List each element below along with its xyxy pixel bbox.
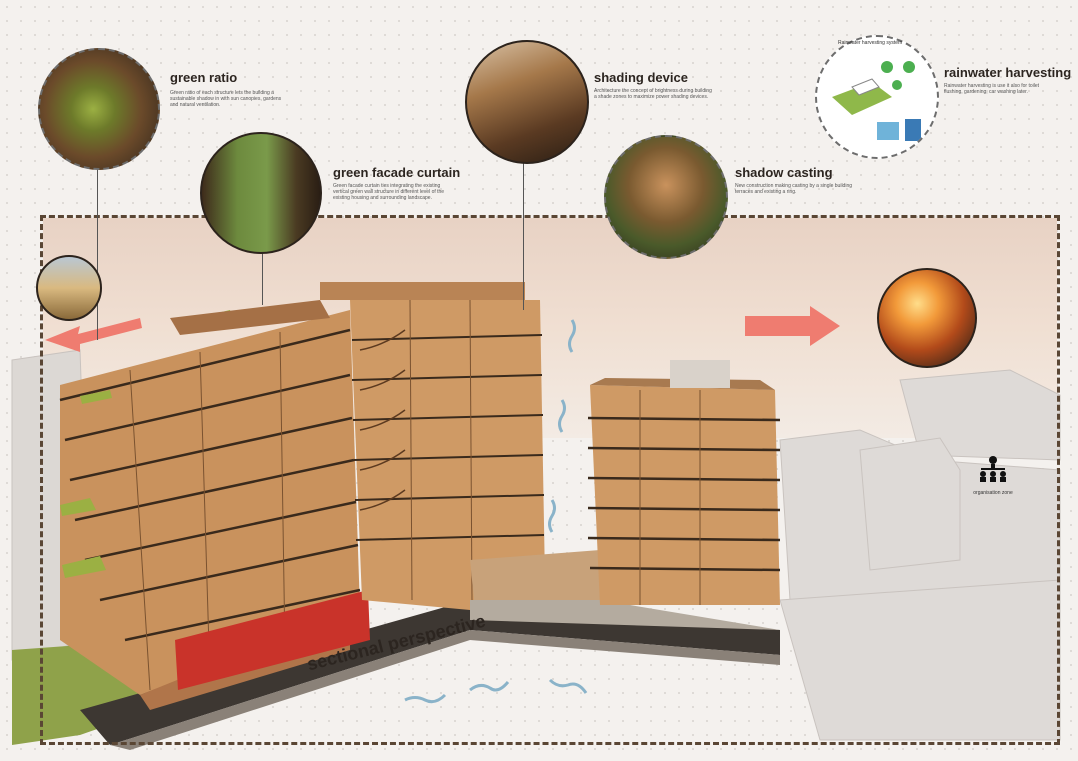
wind-arrow-left xyxy=(45,318,142,352)
shadow-casting-desc: New construction making casting by a sin… xyxy=(735,183,853,195)
red-commercial-block xyxy=(175,590,370,690)
rainwater-harvesting-diagram xyxy=(815,35,939,159)
green-facade-desc: Green facade curtain ties integrating th… xyxy=(333,183,445,201)
rainwater-title: rainwater harvesting xyxy=(944,65,1072,80)
rainwater-diagram-graphic xyxy=(832,61,921,141)
airflow-swirls xyxy=(404,319,588,704)
context-buildings-right xyxy=(779,369,1061,741)
shadow-casting-title: shadow casting xyxy=(735,165,833,180)
sunrise-image xyxy=(36,255,102,321)
leader-shading xyxy=(523,160,524,310)
green-ratio-title: green ratio xyxy=(170,70,238,85)
sunset-image xyxy=(877,268,977,368)
organisation-zone-marker: organisation zone xyxy=(968,455,1018,496)
secondary-building xyxy=(587,360,781,605)
drawing-frame xyxy=(40,215,1060,745)
shading-device-title: shading device xyxy=(594,70,688,85)
green-ratio-image xyxy=(38,48,160,170)
ground-slab xyxy=(80,600,780,745)
hierarchy-icon xyxy=(980,456,1006,482)
shading-device-desc: Architecture the concept of brightness d… xyxy=(594,88,712,100)
leader-green-facade xyxy=(262,225,263,305)
green-ratio-desc: Green ratio of each structure lets the b… xyxy=(170,90,282,108)
green-facade-image xyxy=(200,132,322,254)
leader-green-ratio xyxy=(97,150,98,340)
green-facade-title: green facade curtain xyxy=(333,165,461,180)
rainwater-inset-label: Rainwater harvesting system xyxy=(838,40,903,46)
shading-device-image xyxy=(465,40,589,164)
rainwater-desc: Rainwater harvesting is use it also for … xyxy=(944,83,1040,95)
organisation-zone-label: organisation zone xyxy=(973,490,1013,496)
shadow-casting-image xyxy=(604,135,728,259)
main-building xyxy=(59,282,780,710)
wind-arrow-right xyxy=(745,306,840,346)
